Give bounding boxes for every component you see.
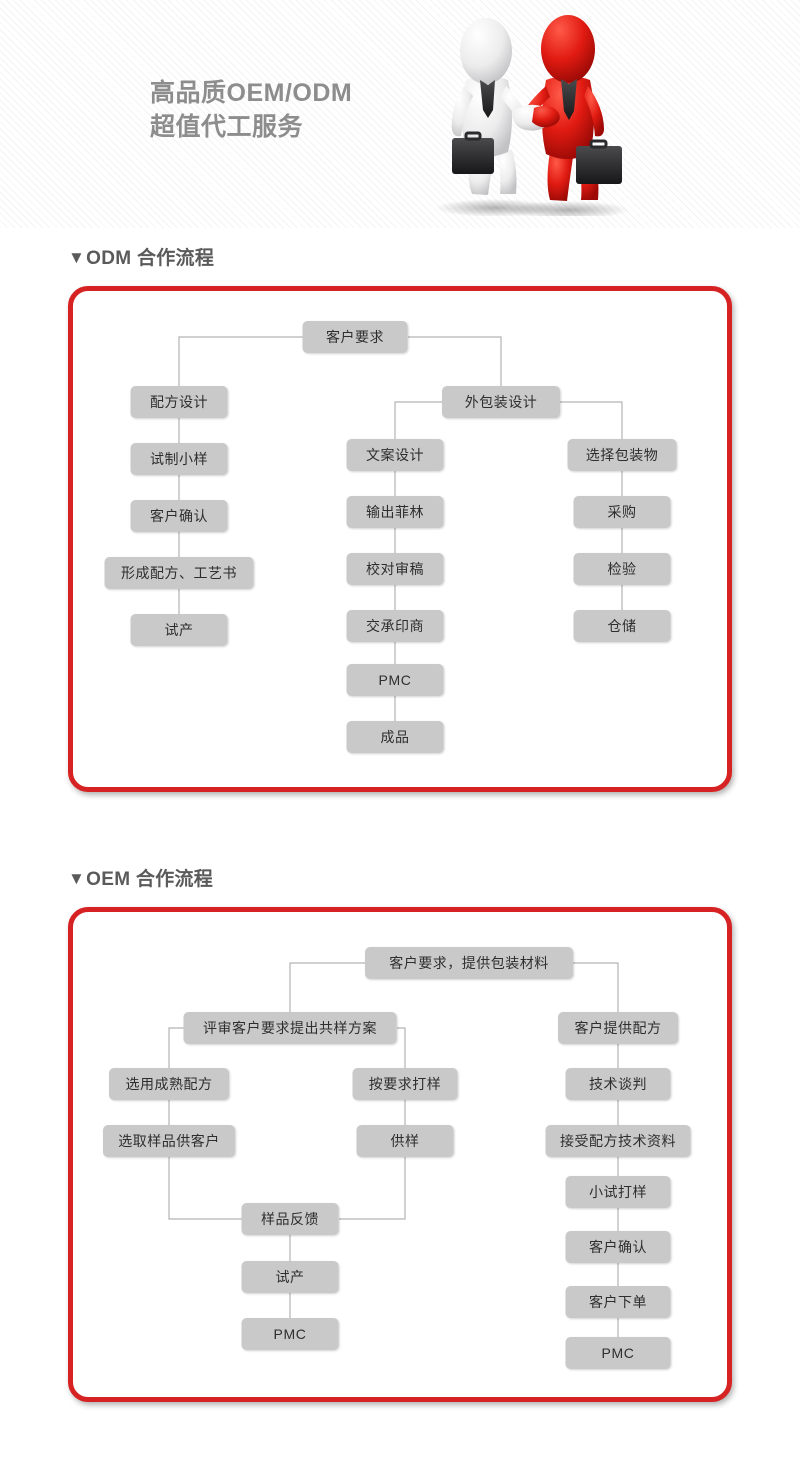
- flow-node-oem-n4: 按要求打样: [352, 1068, 458, 1100]
- flow-node-odm-n5: 试产: [130, 614, 228, 646]
- banner-title-line1: 高品质OEM/ODM: [150, 79, 353, 107]
- flow-node-oem-n12: 小试打样: [565, 1176, 671, 1208]
- flow-node-odm-n8: 输出菲林: [346, 496, 444, 528]
- flow-node-oem-n14: 客户下单: [565, 1286, 671, 1318]
- flow-node-odm-n3: 客户确认: [130, 500, 228, 532]
- flow-node-oem-n10: 技术谈判: [565, 1068, 671, 1100]
- flow-node-oem-n11: 接受配方技术资料: [545, 1125, 691, 1157]
- triangle-down-icon: ▼: [68, 869, 86, 888]
- section-heading-oem: ▼OEM 合作流程: [68, 864, 213, 891]
- flow-node-odm-n13: 选择包装物: [567, 439, 677, 471]
- flow-node-odm-n11: PMC: [346, 664, 444, 696]
- section-heading-odm-label: ODM 合作流程: [86, 248, 215, 269]
- flow-node-odm-n16: 仓储: [573, 610, 671, 642]
- header-banner: 高品质OEM/ODM 超值代工服务: [0, 0, 800, 228]
- flow-node-oem-n13: 客户确认: [565, 1231, 671, 1263]
- flow-node-oem-n6: 样品反馈: [241, 1203, 339, 1235]
- handshake-3d-figures-icon: [400, 0, 660, 219]
- flow-node-odm-n14: 采购: [573, 496, 671, 528]
- flow-node-oem-n15: PMC: [565, 1337, 671, 1369]
- flow-node-oem-n5: 供样: [356, 1125, 454, 1157]
- banner-title-line2: 超值代工服务: [150, 113, 304, 141]
- triangle-down-icon: ▼: [68, 248, 86, 267]
- flow-node-odm-n6: 外包装设计: [442, 386, 560, 418]
- section-heading-oem-label: OEM 合作流程: [86, 869, 214, 890]
- flow-node-oem-n0: 客户要求，提供包装材料: [365, 947, 573, 979]
- flow-node-odm-n10: 交承印商: [346, 610, 444, 642]
- flow-node-odm-n15: 检验: [573, 553, 671, 585]
- flow-node-oem-n3: 选取样品供客户: [103, 1125, 235, 1157]
- flow-node-odm-n4: 形成配方、工艺书: [104, 557, 254, 589]
- flow-node-odm-n1: 配方设计: [130, 386, 228, 418]
- flow-node-oem-n1: 评审客户要求提出共样方案: [183, 1012, 397, 1044]
- flow-node-oem-n8: PMC: [241, 1318, 339, 1350]
- flow-node-oem-n2: 选用成熟配方: [109, 1068, 229, 1100]
- flow-node-odm-n0: 客户要求: [302, 321, 408, 353]
- flow-node-odm-n12: 成品: [346, 721, 444, 753]
- flow-node-odm-n2: 试制小样: [130, 443, 228, 475]
- flow-node-oem-n7: 试产: [241, 1261, 339, 1293]
- section-heading-odm: ▼ODM 合作流程: [68, 243, 214, 270]
- flow-node-oem-n9: 客户提供配方: [558, 1012, 678, 1044]
- banner-title: 高品质OEM/ODM 超值代工服务: [150, 76, 352, 144]
- flow-node-odm-n7: 文案设计: [346, 439, 444, 471]
- flow-node-odm-n9: 校对审稿: [346, 553, 444, 585]
